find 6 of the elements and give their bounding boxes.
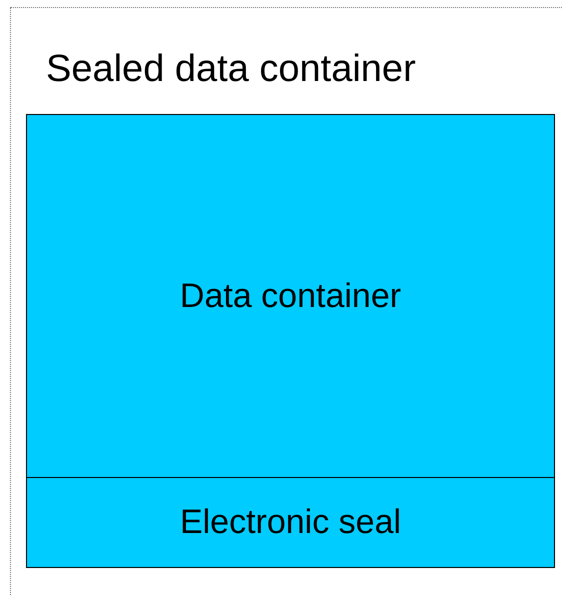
container-frame	[10, 7, 562, 595]
seal-box	[26, 477, 555, 568]
box-label: Electronic seal	[180, 503, 402, 542]
container-heading: Sealed data container	[46, 48, 416, 91]
data-box	[26, 114, 555, 478]
box-label: Data container	[180, 276, 402, 316]
